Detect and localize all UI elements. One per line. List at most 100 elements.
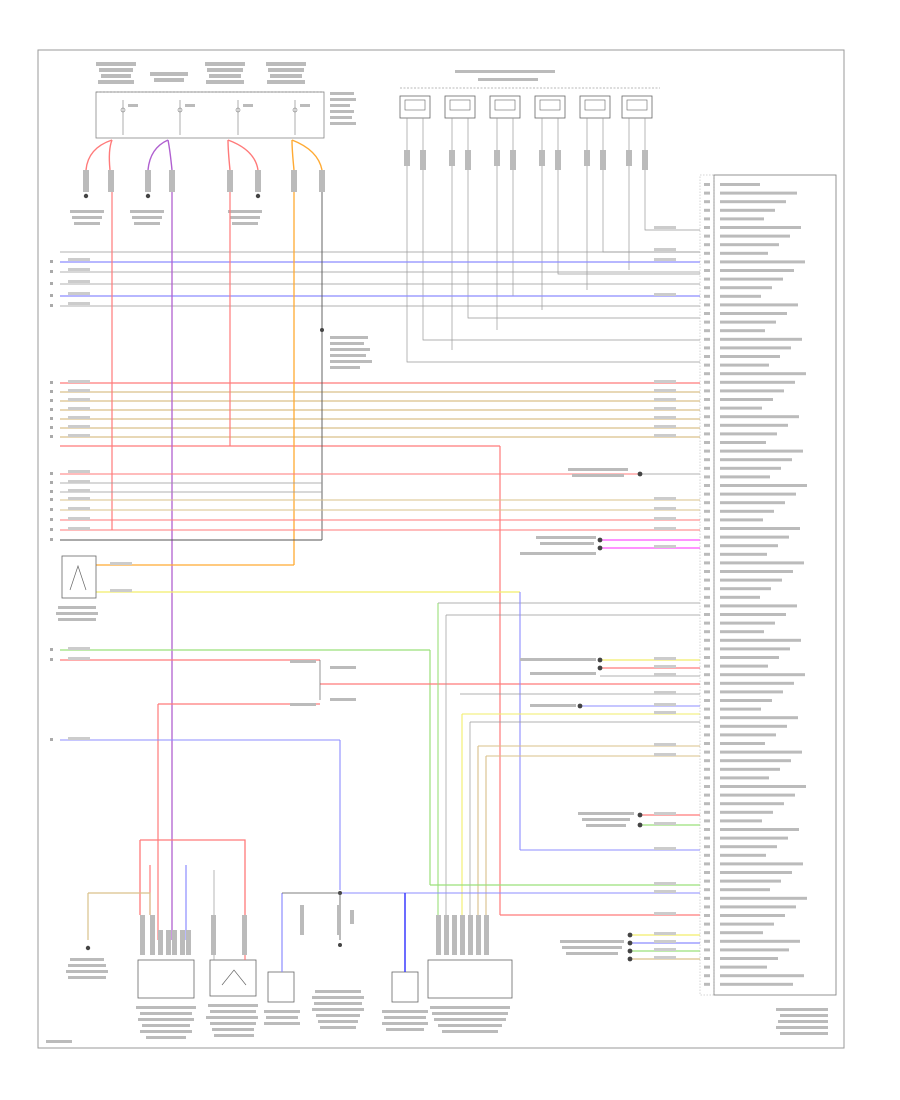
ecu-pin-label bbox=[720, 423, 788, 427]
ecu-pin-label bbox=[720, 724, 787, 728]
ecu-pin-number bbox=[704, 871, 710, 874]
ecu-pin-number bbox=[704, 733, 710, 737]
ecu-pin-label bbox=[720, 484, 807, 487]
injector-5 bbox=[579, 95, 611, 119]
ecu-pin-number bbox=[704, 862, 710, 866]
ecu-pin-label bbox=[720, 871, 792, 874]
ecu-pin-number bbox=[704, 458, 710, 462]
ecu-pin-label bbox=[720, 509, 774, 513]
bus-wires-middle bbox=[60, 473, 700, 593]
ecu-pin-label bbox=[720, 466, 781, 470]
bottom-components bbox=[66, 839, 513, 1039]
ecu-pin-number bbox=[704, 621, 710, 625]
ecu-pin-label bbox=[720, 587, 771, 591]
ecu-pin-label bbox=[720, 501, 785, 505]
ecu-pin-label bbox=[720, 845, 777, 849]
ecu-pin-label bbox=[720, 810, 773, 814]
ecu-pin-label bbox=[720, 750, 802, 754]
ecu-pin-label bbox=[720, 647, 790, 651]
fuel-pressure-sensor bbox=[264, 892, 340, 1025]
ecu-pin-number bbox=[704, 535, 710, 539]
ecu-pin-number bbox=[704, 286, 710, 290]
ecu-pin-number bbox=[704, 922, 710, 926]
injector-1 bbox=[399, 95, 431, 119]
ecu-pin-label bbox=[720, 380, 795, 384]
ecu-pin-label bbox=[720, 690, 783, 694]
footer-code bbox=[46, 1040, 72, 1043]
ecu-pin-label bbox=[720, 896, 807, 900]
ecu-pin-number bbox=[704, 398, 710, 401]
ecu-pin-label bbox=[720, 982, 793, 986]
ecu-pin-label bbox=[720, 200, 786, 204]
ecu-pin-label bbox=[720, 664, 768, 668]
ecu-pin-label bbox=[720, 191, 797, 195]
ecu-pin-label bbox=[720, 681, 794, 685]
ecu-pin-number bbox=[704, 810, 710, 814]
ecu-pin-label bbox=[720, 802, 784, 806]
ecu-pin-number bbox=[704, 527, 710, 530]
ecu-pin-label bbox=[720, 785, 806, 788]
ecu-pin-number bbox=[704, 664, 710, 668]
ecu-pin-number bbox=[704, 853, 710, 857]
ecu-pin-label bbox=[720, 957, 778, 960]
ecu-pin-number bbox=[704, 372, 710, 376]
ecu-pin-label bbox=[720, 638, 801, 642]
ecu-pin-label bbox=[720, 208, 775, 212]
ecu-pin-label bbox=[720, 406, 762, 410]
ecu-connector bbox=[699, 174, 837, 1035]
ecu-pin-label bbox=[720, 355, 780, 358]
ecu-pin-label bbox=[720, 819, 762, 823]
inertia-switch bbox=[206, 870, 258, 1037]
ecu-pin-label bbox=[720, 604, 797, 608]
top-relay-block bbox=[95, 62, 356, 139]
ecu-pin-label bbox=[720, 458, 792, 462]
ecu-pin-number bbox=[704, 337, 710, 341]
ecu-pin-label bbox=[720, 226, 801, 229]
ecu-pin-number bbox=[704, 518, 710, 522]
ecu-pin-label bbox=[720, 767, 780, 771]
ecu-pin-number bbox=[704, 406, 710, 410]
ecu-pin-number bbox=[704, 759, 710, 763]
ecu-pin-number bbox=[704, 707, 710, 711]
ecu-pin-number bbox=[704, 802, 710, 806]
ecu-pin-number bbox=[704, 501, 710, 505]
ecu-pin-number bbox=[704, 681, 710, 685]
ecu-pin-number bbox=[704, 595, 710, 599]
ecu-pin-number bbox=[704, 544, 710, 548]
ecu-pin-number bbox=[704, 570, 710, 573]
ecu-pin-number bbox=[704, 578, 710, 582]
ecu-pin-number bbox=[704, 234, 710, 238]
ecu-pin-label bbox=[720, 862, 803, 866]
ecu-pin-label bbox=[720, 595, 760, 599]
ecu-pin-number bbox=[704, 183, 710, 186]
ecu-pin-number bbox=[704, 630, 710, 634]
ecu-pin-number bbox=[704, 380, 710, 384]
ecu-pin-number bbox=[704, 303, 710, 307]
ecu-pin-label bbox=[720, 948, 789, 952]
ecu-pin-label bbox=[720, 931, 763, 935]
fuel-high-pressure-pump-valve bbox=[312, 893, 364, 1029]
ecu-pin-number bbox=[704, 363, 710, 367]
ecu-pin-number bbox=[704, 466, 710, 470]
ecu-pin-label bbox=[720, 415, 799, 419]
ecu-pin-number bbox=[704, 828, 710, 831]
ecu-pin-number bbox=[704, 312, 710, 315]
ecu-pin-number bbox=[704, 251, 710, 255]
ecu-pin-number bbox=[704, 389, 710, 393]
ecu-pin-label bbox=[720, 337, 802, 341]
ecu-pin-label bbox=[720, 449, 803, 453]
ecu-pin-label bbox=[720, 329, 765, 333]
ecu-pin-number bbox=[704, 982, 710, 986]
ecu-pin-number bbox=[704, 415, 710, 419]
ecu-pin-label bbox=[720, 922, 774, 926]
ecu-pin-label bbox=[720, 234, 790, 238]
ecu-pin-number bbox=[704, 475, 710, 479]
callout-plaques bbox=[290, 336, 634, 955]
ecu-pin-label bbox=[720, 277, 783, 281]
power-distribution-leads bbox=[70, 139, 325, 225]
ecu-pin-label bbox=[720, 243, 779, 247]
ecu-pin-number bbox=[704, 604, 710, 608]
ecu-pin-number bbox=[704, 329, 710, 333]
bus-wires-ignition bbox=[60, 382, 700, 447]
injector-3 bbox=[489, 95, 521, 119]
